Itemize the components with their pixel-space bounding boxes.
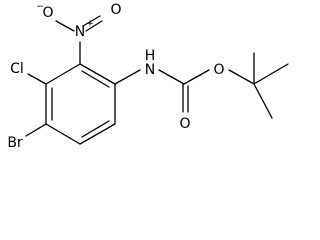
tert-butyl-group [228, 52, 289, 119]
bond-tbutyl-methyl-down [253, 83, 273, 119]
bond-ring-chlorine [27, 73, 47, 85]
benzene-ring [45, 63, 116, 145]
nitro-nitrogen-charge: + [86, 19, 94, 29]
ring-double-bond-c1-c2 [81, 70, 110, 88]
bond-carbonyl-c-ester-o [183, 69, 210, 85]
bond-nitro-n-o-top-a [82, 15, 101, 27]
ring-double-bond-c3-c4 [81, 120, 110, 138]
ester-oxygen-label: O [213, 62, 224, 78]
nitro-group: N + O − O [36, 2, 122, 65]
carbamate-group: N H O O [114, 48, 225, 132]
nitro-oxygen-left-label: O [42, 5, 53, 21]
bond-nitro-n-o-left [55, 20, 75, 32]
bromine-label: Br [7, 135, 23, 151]
nitro-oxygen-top-label: O [110, 2, 121, 18]
amide-nitrogen-label: N [145, 62, 155, 78]
bond-nitro-n-o-top-b [85, 20, 103, 32]
bond-amide-n-carbonyl-c [158, 69, 185, 85]
chlorine-substituent: Cl [10, 61, 47, 85]
carbonyl-oxygen-label: O [179, 116, 190, 132]
ring-bond-c4-c5 [45, 123, 81, 145]
bond-ester-o-quaternary-c [228, 69, 255, 85]
amide-hydrogen-label: H [145, 48, 156, 64]
nitro-oxygen-left-charge: − [36, 2, 44, 12]
ring-bond-c3-c4 [79, 123, 116, 145]
bromine-substituent: Br [7, 123, 47, 151]
nitro-nitrogen-label: N [75, 24, 85, 40]
chemical-structure: N + O − O Cl Br N H O O [7, 2, 289, 151]
bond-tbutyl-methyl-right [253, 63, 289, 85]
ring-bond-c1-c2 [79, 63, 116, 85]
chlorine-label: Cl [10, 61, 24, 77]
bond-ring-amide-n [114, 69, 141, 85]
bond-ring-bromine [25, 123, 47, 137]
ring-bond-c6-c1 [45, 63, 81, 85]
